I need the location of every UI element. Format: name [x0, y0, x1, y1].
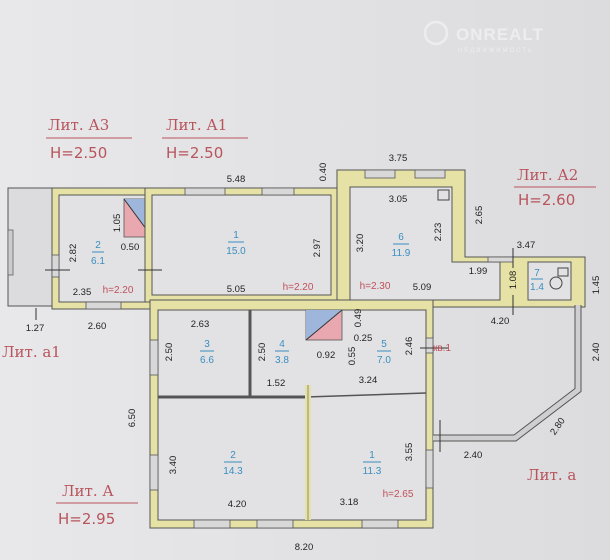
- dimension-label: 2: [230, 450, 236, 461]
- dimension-label: 3.24: [359, 375, 378, 386]
- annex-lit-a1: [7, 187, 55, 307]
- dimension-label: 6: [398, 232, 404, 243]
- room-a-3: 36.6: [200, 339, 214, 366]
- toilet-icon: [549, 267, 569, 290]
- dimension-label: 8.20: [295, 542, 314, 553]
- dimension-label: 3.55: [404, 443, 415, 462]
- dimension-label: 2: [95, 240, 101, 251]
- lit-a1-label: Лит. А1 H=2.50: [162, 116, 248, 162]
- dimension-label: 1.05: [112, 214, 123, 233]
- apartment-label: кв.1: [433, 343, 451, 354]
- dimension-label: 3.40: [168, 456, 179, 475]
- dimension-label: 6.1: [91, 256, 105, 267]
- dimension-label: 2.35: [73, 287, 92, 298]
- dimension-label: 2.40: [464, 450, 483, 461]
- dimension-label: 5.09: [413, 282, 432, 293]
- dimension-label: НЕДВИЖИМОСТЬ: [458, 48, 534, 54]
- dimension-label: 0.92: [317, 350, 336, 361]
- dimension-labels: 5.48 0.40 3.75 3.05 2.65 2.23 3.20 3.47 …: [26, 153, 602, 553]
- dimension-label: 4: [279, 339, 285, 350]
- building-lit-a2: [336, 169, 586, 308]
- dimension-label: Лит. А: [62, 482, 114, 500]
- lit-a3-label: Лит. А3 H=2.50: [46, 116, 132, 162]
- dimension-label: h=2.65: [383, 489, 414, 500]
- dimension-label: 2.82: [68, 244, 79, 263]
- dimension-label: 0.55: [347, 347, 358, 366]
- dimension-label: H=2.95: [58, 510, 115, 528]
- dimension-ticks: [35, 248, 514, 452]
- dimension-label: 0.50: [121, 242, 140, 253]
- dimension-label: 5: [381, 339, 387, 350]
- lit-a-small-label: Лит. а: [527, 466, 576, 484]
- building-lit-a: [149, 299, 434, 529]
- dimension-label: h=2.30: [360, 281, 391, 292]
- dimension-label: 2.50: [164, 343, 175, 362]
- room-a-2: 214.3: [223, 450, 243, 477]
- dimension-label: 3.75: [389, 153, 408, 164]
- dimension-label: 5.05: [227, 284, 246, 295]
- room-a2-7: 71.4: [530, 268, 544, 293]
- dimension-label: 14.3: [223, 466, 243, 477]
- dimension-label: 3.18: [340, 497, 359, 508]
- dimension-label: H=2.50: [50, 144, 107, 162]
- dimension-label: 4.20: [491, 316, 510, 327]
- dimension-label: 0.49: [353, 309, 364, 328]
- dimension-label: Лит. А1: [166, 116, 227, 134]
- watermark-logo: ONREALT НЕДВИЖИМОСТЬ: [423, 20, 544, 54]
- dimension-label: 0.25: [354, 333, 373, 344]
- dimension-label: 2.60: [88, 321, 107, 332]
- lit-a2-label: Лит. А2 H=2.60: [514, 166, 596, 209]
- room-a-1: 1 11.3 h=2.65: [363, 450, 414, 500]
- dimension-label: 2.23: [433, 223, 444, 242]
- dimension-label: ONREALT: [456, 25, 544, 44]
- dimension-label: 1.27: [26, 323, 45, 334]
- dimension-label: H=2.50: [166, 144, 223, 162]
- dimension-label: 5.48: [227, 174, 246, 185]
- veranda-lit-a: [433, 305, 582, 442]
- building-lit-a1: [144, 187, 339, 303]
- dimension-label: 3.05: [389, 194, 408, 205]
- dimension-label: 11.3: [363, 466, 382, 477]
- room-a3-2: 2 6.1 h=2.20: [91, 240, 134, 296]
- dimension-label: 1.4: [530, 282, 544, 293]
- dimension-label: 1.45: [591, 276, 602, 295]
- dimension-label: 2.63: [191, 319, 210, 330]
- room-a1-1: 1 15.0 h=2.20: [226, 230, 314, 293]
- dimension-label: 2.40: [591, 343, 602, 362]
- dimension-label: H=2.60: [518, 191, 575, 209]
- dimension-label: 15.0: [226, 246, 246, 257]
- building-lit-a3: [51, 187, 153, 310]
- room-a-5: 57.0: [377, 339, 391, 366]
- dimension-label: h=2.20: [103, 285, 134, 296]
- dimension-label: 3.8: [275, 355, 289, 366]
- dimension-label: 11.9: [392, 248, 411, 259]
- sink-icon: [437, 189, 450, 201]
- dimension-label: Лит. А2: [517, 166, 578, 184]
- stove-icon: [305, 309, 343, 341]
- room-a-4: 43.8: [275, 339, 289, 366]
- room-a2-6: 6 11.9 h=2.30: [360, 232, 411, 292]
- dimension-label: 1.99: [469, 266, 488, 277]
- dimension-label: 7.0: [377, 355, 391, 366]
- dimension-label: 1: [369, 450, 375, 461]
- dimension-label: 3.20: [355, 234, 366, 253]
- dimension-label: h=2.20: [283, 282, 314, 293]
- dimension-label: 4.20: [228, 499, 247, 510]
- dimension-label: 2.50: [257, 343, 268, 362]
- dimension-label: 1: [233, 230, 239, 241]
- dimension-label: 2.46: [404, 337, 415, 356]
- dimension-label: 3: [204, 339, 210, 350]
- dimension-label: 1.52: [267, 378, 286, 389]
- dimension-label: 6.6: [200, 355, 214, 366]
- dimension-label: 0.40: [318, 163, 329, 182]
- dimension-label: Лит. А3: [48, 116, 109, 134]
- dimension-label: 2.97: [312, 239, 323, 258]
- dimension-label: 7: [534, 268, 540, 279]
- lit-a-label: Лит. А H=2.95: [56, 482, 138, 528]
- lit-a1-small-label: Лит. а1: [2, 343, 61, 361]
- dimension-label: 3.47: [517, 240, 536, 251]
- dimension-label: 1.08: [508, 271, 519, 290]
- dimension-label: 2.65: [474, 206, 485, 225]
- dimension-label: 6.50: [127, 409, 138, 428]
